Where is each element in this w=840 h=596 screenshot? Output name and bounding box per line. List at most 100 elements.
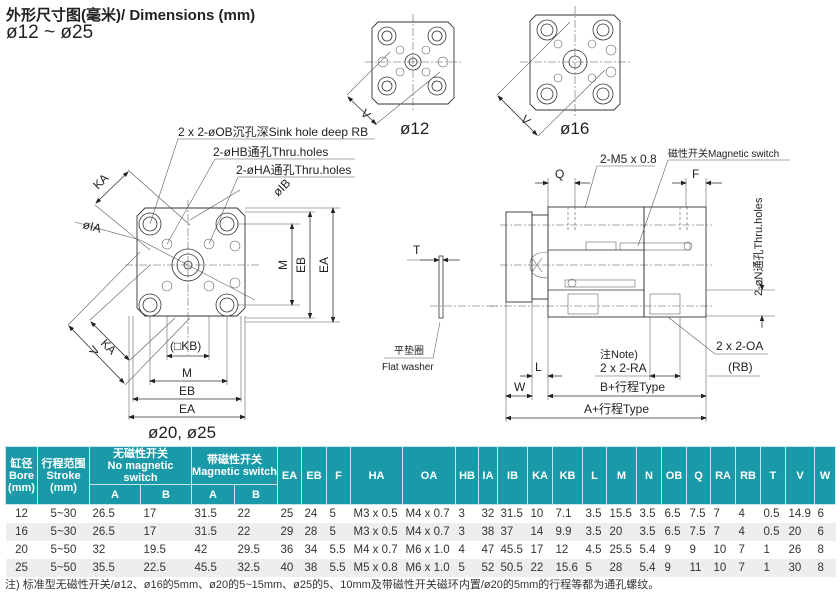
dim-a-stroke: A+行程Type	[584, 401, 649, 416]
table-cell: 4	[458, 544, 465, 556]
table-cell: 7	[738, 544, 745, 556]
table-cell: 45.5	[191, 559, 235, 577]
table-cell: 5	[455, 559, 479, 577]
table-cell: 6.5	[664, 508, 681, 520]
dimension-drawing: V ø12 V ø16	[67, 6, 790, 442]
dim-v-phi16: V	[518, 112, 534, 128]
table-cell: 22	[527, 559, 553, 577]
table-cell: 14.9	[788, 508, 811, 520]
table-cell: 30	[785, 559, 815, 577]
header-col: EB	[301, 446, 328, 505]
page-title: 外形尺寸图(毫米)/ Dimensions (mm)	[6, 7, 256, 24]
table-cell: 1	[763, 544, 770, 556]
table-cell: 31.5	[191, 523, 235, 541]
table-cell: 34	[304, 544, 318, 556]
dim-m-vertical: M	[276, 260, 290, 270]
table-cell: 15.5	[609, 508, 632, 520]
dim-eb-vertical: EB	[294, 257, 308, 273]
table-cell: 17	[530, 544, 544, 556]
table-cell: 7	[710, 523, 736, 541]
table-cell: 22	[237, 508, 251, 520]
table-cell: 7.5	[689, 508, 706, 520]
dim-f: F	[692, 167, 699, 181]
table-cell: 25.5	[609, 544, 632, 556]
dim-ea-vertical: EA	[317, 257, 331, 273]
table-cell: 9	[664, 544, 671, 556]
table-cell: 32	[481, 508, 495, 520]
label-magnetic-switch: 磁性开关Magnetic switch	[668, 147, 779, 160]
table-cell: 14	[527, 523, 553, 541]
table-cell: 25	[280, 508, 294, 520]
header-col: RA	[710, 446, 737, 505]
table-cell: 5~30	[37, 523, 90, 541]
table-cell: M4 x 0.7	[353, 544, 398, 556]
table-cell: 3.5	[639, 508, 656, 520]
table-cell: 20	[15, 544, 28, 556]
label-flat-washer-cn: 平垫圈	[394, 344, 424, 357]
table-cell: 16	[5, 523, 38, 541]
table-cell: 1	[760, 559, 786, 577]
dim-ia: øIA	[81, 217, 103, 235]
view-phi12: V ø12	[346, 14, 462, 138]
header-col: T	[760, 446, 787, 505]
table-cell: 10	[530, 508, 544, 520]
table-cell: 3.5	[582, 523, 607, 541]
table-cell: 3	[458, 508, 465, 520]
view-phi20-25: KA øIA øIB M EB EA KA V	[67, 125, 375, 442]
table-cell: 37	[497, 523, 528, 541]
table-cell: 3.5	[636, 523, 662, 541]
table-cell: 11	[686, 559, 711, 577]
label-n-thru: 2-øN通孔Thru.holes	[752, 197, 765, 296]
table-cell: 0.5	[760, 523, 786, 541]
dim-l: L	[535, 360, 542, 374]
table-cell: 8	[817, 544, 824, 556]
view-label-phi16: ø16	[560, 119, 589, 138]
table-cell: 31.5	[500, 508, 523, 520]
table-cell: 6	[814, 523, 836, 541]
table-cell: 3	[455, 523, 479, 541]
label-flat-washer-en: Flat washer	[382, 362, 434, 373]
header-col: KB	[552, 446, 584, 505]
header-col: W	[814, 446, 837, 505]
table-cell: 5	[329, 508, 336, 520]
header-col: M	[606, 446, 638, 505]
table-cell: 25	[5, 559, 38, 577]
table-cell: 5~50	[37, 559, 90, 577]
header-col: HA	[350, 446, 404, 505]
side-view: Q F 2-M5 x 0.8 磁性开关Magnetic switch 2-øN通…	[490, 147, 790, 422]
table-cell: 5.5	[326, 559, 351, 577]
table-cell: 35.5	[89, 559, 141, 577]
table-cell: 4	[738, 508, 745, 520]
header-col: V	[785, 446, 816, 505]
dim-b-stroke: B+行程Type	[600, 379, 665, 394]
view-label-phi20-25: ø20, ø25	[148, 423, 216, 442]
header-col: F	[326, 446, 352, 505]
table-cell: 7	[735, 559, 761, 577]
table-cell: 9	[661, 559, 687, 577]
table-cell: 22.5	[140, 559, 192, 577]
header-col: RB	[735, 446, 762, 505]
table-cell: 38	[478, 523, 498, 541]
table-cell: 45.5	[500, 544, 523, 556]
table-cell: 8	[814, 559, 836, 577]
table-cell: 17	[140, 523, 192, 541]
table-cell: 15.6	[552, 559, 583, 577]
table-cell: 26.5	[89, 523, 141, 541]
table-cell: 12	[15, 508, 28, 520]
table-cell: M6 x 1.0	[405, 544, 450, 556]
table-cell: 0.5	[763, 508, 780, 520]
table-cell: 29	[277, 523, 302, 541]
header-col: EA	[277, 446, 303, 505]
table-cell: 24	[304, 508, 318, 520]
table-cell: 26.5	[92, 508, 115, 520]
table-cell: M6 x 1.0	[402, 559, 456, 577]
label-rb: (RB)	[728, 360, 753, 374]
table-cell: 50.5	[497, 559, 528, 577]
dim-ea-horizontal: EA	[179, 402, 195, 416]
